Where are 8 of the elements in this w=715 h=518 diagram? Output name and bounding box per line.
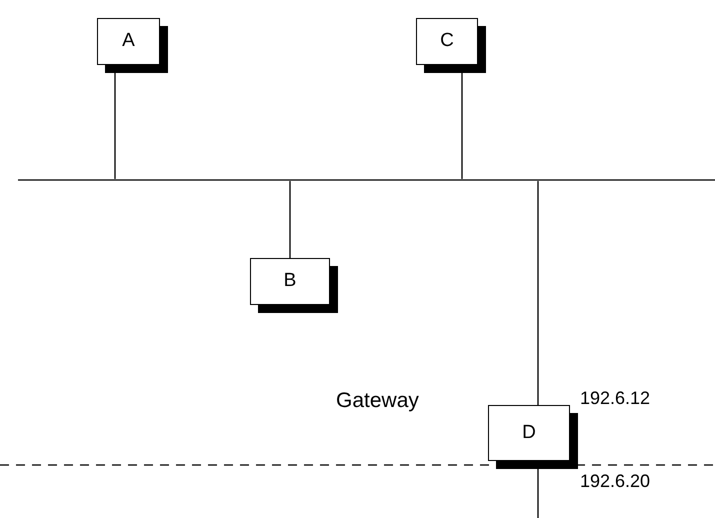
connector-line — [537, 181, 539, 405]
node-label: C — [440, 29, 454, 54]
node-label: D — [522, 420, 536, 445]
network-bus-line — [18, 179, 715, 181]
node-label: B — [284, 269, 296, 294]
node-label: A — [122, 29, 135, 54]
connector-line — [289, 181, 291, 258]
dashed-network-line — [0, 464, 715, 466]
